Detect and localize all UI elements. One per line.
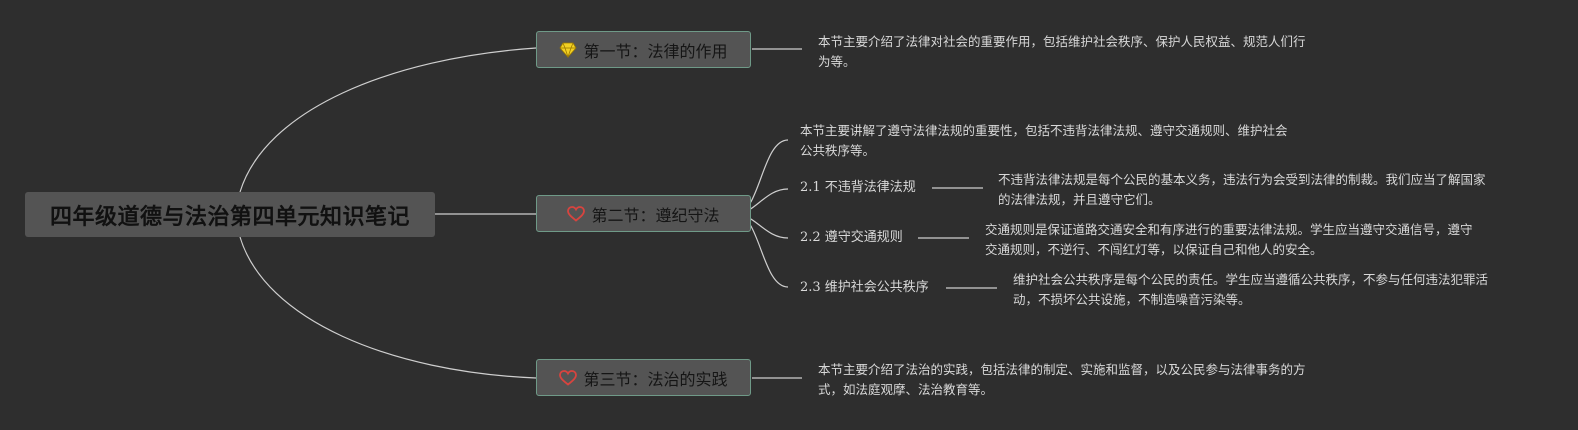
section-3-note: 本节主要介绍了法治的实践，包括法律的制定、实施和监督，以及公民参与法律事务的方式… — [818, 362, 1306, 397]
subtopic-2-2-note: 交通规则是保证道路交通安全和有序进行的重要法律法规。学生应当遵守交通信号，遵守交… — [985, 222, 1473, 257]
section-2-node[interactable]: 第二节：遵纪守法 — [536, 195, 751, 232]
subtopic-2-1[interactable]: 2.1 不违背法律法规 — [800, 180, 916, 195]
section-2-note: 本节主要讲解了遵守法律法规的重要性，包括不违背法律法规、遵守交通规则、维护社会公… — [800, 123, 1288, 158]
section-3-node[interactable]: 第三节：法治的实践 — [536, 359, 751, 396]
section-1-note: 本节主要介绍了法律对社会的重要作用，包括维护社会秩序、保护人民权益、规范人们行为… — [818, 34, 1306, 69]
subtopic-2-3[interactable]: 2.3 维护社会公共秩序 — [800, 280, 929, 295]
link-root-section3 — [239, 236, 537, 379]
heart-icon — [559, 369, 578, 386]
subtopic-2-3-note: 维护社会公共秩序是每个公民的责任。学生应当遵循公共秩序，不参与任何违法犯罪活动，… — [1013, 272, 1489, 307]
section-3-label: 第三节：法治的实践 — [583, 369, 728, 389]
root-topic[interactable]: 四年级道德与法治第四单元知识笔记 — [25, 192, 435, 237]
root-title: 四年级道德与法治第四单元知识笔记 — [49, 204, 410, 230]
section-2-label: 第二节：遵纪守法 — [591, 205, 720, 225]
heart-icon — [567, 205, 586, 222]
link-root-section1 — [239, 47, 537, 193]
subtopic-2-1-note: 不违背法律法规是每个公民的基本义务，违法行为会受到法律的制裁。我们应当了解国家的… — [998, 172, 1486, 207]
subtopic-2-2[interactable]: 2.2 遵守交通规则 — [800, 230, 903, 245]
gem-icon — [559, 42, 577, 58]
section-1-node[interactable]: 第一节：法律的作用 — [536, 31, 751, 68]
section-1-label: 第一节：法律的作用 — [583, 41, 728, 61]
